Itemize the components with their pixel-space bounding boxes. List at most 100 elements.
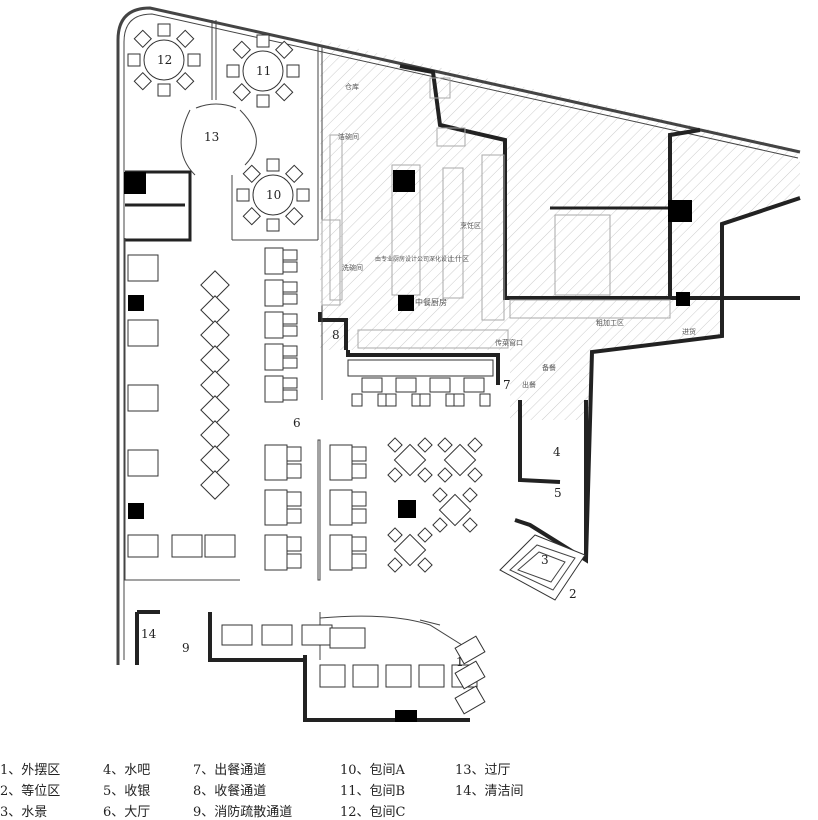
diamond-table xyxy=(200,320,230,350)
room-number-9: 9 xyxy=(182,641,190,655)
chair xyxy=(282,261,298,273)
partition xyxy=(317,439,321,581)
chair xyxy=(437,467,453,483)
chair xyxy=(385,393,397,407)
chair xyxy=(387,557,403,573)
diamond-table xyxy=(200,370,230,400)
outdoor-table xyxy=(454,660,486,690)
booth-table xyxy=(264,279,284,307)
booth-table xyxy=(329,627,366,649)
diamond-table xyxy=(200,345,230,375)
booth-table xyxy=(385,664,412,688)
banquette-table xyxy=(127,319,159,347)
bar-stool xyxy=(429,377,451,393)
chair xyxy=(286,64,300,78)
diamond-table xyxy=(200,470,230,500)
chair xyxy=(256,94,270,108)
chair xyxy=(176,29,195,48)
column xyxy=(124,172,146,194)
passage-curve xyxy=(180,103,257,176)
chair xyxy=(242,207,261,226)
column xyxy=(128,503,144,519)
legend-item: 10、包间A xyxy=(340,763,405,778)
diamond-table xyxy=(200,295,230,325)
chair xyxy=(286,508,302,524)
chair xyxy=(462,517,478,533)
booth-table xyxy=(264,343,284,371)
chair xyxy=(387,527,403,543)
legend-item: 8、收餐通道 xyxy=(193,784,267,799)
lower-wall xyxy=(135,610,470,722)
chair xyxy=(266,158,280,172)
structural-columns xyxy=(124,170,692,722)
water-feature xyxy=(499,534,586,601)
chair xyxy=(275,83,294,102)
chair xyxy=(157,23,171,37)
chair xyxy=(282,357,298,369)
round-table xyxy=(226,34,300,108)
booth-table xyxy=(329,489,353,526)
booth-table xyxy=(301,624,333,646)
square-table xyxy=(387,437,433,483)
legend-item: 2、等位区 xyxy=(0,784,61,799)
chair xyxy=(351,536,367,552)
service-wall xyxy=(514,400,588,564)
chair xyxy=(266,218,280,232)
room-number-10: 10 xyxy=(266,188,281,202)
label-prep: 上什区 xyxy=(448,254,469,263)
chair xyxy=(282,389,298,401)
table-top xyxy=(443,443,477,477)
legend-item: 5、收银 xyxy=(103,784,151,799)
bar-stool xyxy=(395,377,417,393)
column xyxy=(676,292,690,306)
chair xyxy=(453,393,465,407)
round-table xyxy=(127,23,201,97)
chair xyxy=(285,207,304,226)
furniture xyxy=(127,23,494,715)
booth-table xyxy=(418,664,445,688)
bar-counter xyxy=(347,359,494,377)
bench-table xyxy=(204,534,236,558)
label-cooking: 烹饪区 xyxy=(460,221,481,230)
bar-stool xyxy=(361,377,383,393)
chair xyxy=(256,34,270,48)
booth-table xyxy=(264,489,288,526)
table-top xyxy=(393,443,427,477)
diamond-table xyxy=(200,420,230,450)
chair xyxy=(286,536,302,552)
chair xyxy=(351,393,363,407)
table-top xyxy=(393,533,427,567)
chair xyxy=(467,467,483,483)
legend-item: 12、包间C xyxy=(340,805,406,820)
room-number-2: 2 xyxy=(569,587,577,601)
legend-item: 3、水景 xyxy=(0,805,48,820)
outer-wall xyxy=(116,6,801,665)
booth-table xyxy=(264,311,284,339)
chair xyxy=(282,249,298,261)
booth-table xyxy=(329,534,353,571)
chair xyxy=(417,467,433,483)
booth-table xyxy=(264,247,284,275)
legend-item: 7、出餐通道 xyxy=(193,763,267,778)
chair xyxy=(282,313,298,325)
bench-table xyxy=(171,534,203,558)
chair xyxy=(417,437,433,453)
label-clean-dish: 洁碗间 xyxy=(338,132,359,141)
chair xyxy=(467,437,483,453)
legend: 1、外摆区 2、等位区 3、水景 4、水吧 5、收银 6、大厅 7、出餐通道 8… xyxy=(0,757,818,820)
chair xyxy=(351,508,367,524)
curved-booth-wall xyxy=(319,615,471,651)
chair xyxy=(351,463,367,479)
chair xyxy=(232,83,251,102)
legend-item: 1、外摆区 xyxy=(0,763,61,778)
label-rough-processing: 粗加工区 xyxy=(596,318,624,327)
outer-wall-inner xyxy=(123,13,799,660)
booth-table xyxy=(264,444,288,481)
bar-stool xyxy=(463,377,485,393)
chair xyxy=(387,437,403,453)
table-top xyxy=(143,39,185,81)
legend-item: 11、包间B xyxy=(340,784,406,799)
room-number-14: 14 xyxy=(141,627,157,641)
outdoor-table xyxy=(454,635,486,665)
table-top xyxy=(438,493,472,527)
